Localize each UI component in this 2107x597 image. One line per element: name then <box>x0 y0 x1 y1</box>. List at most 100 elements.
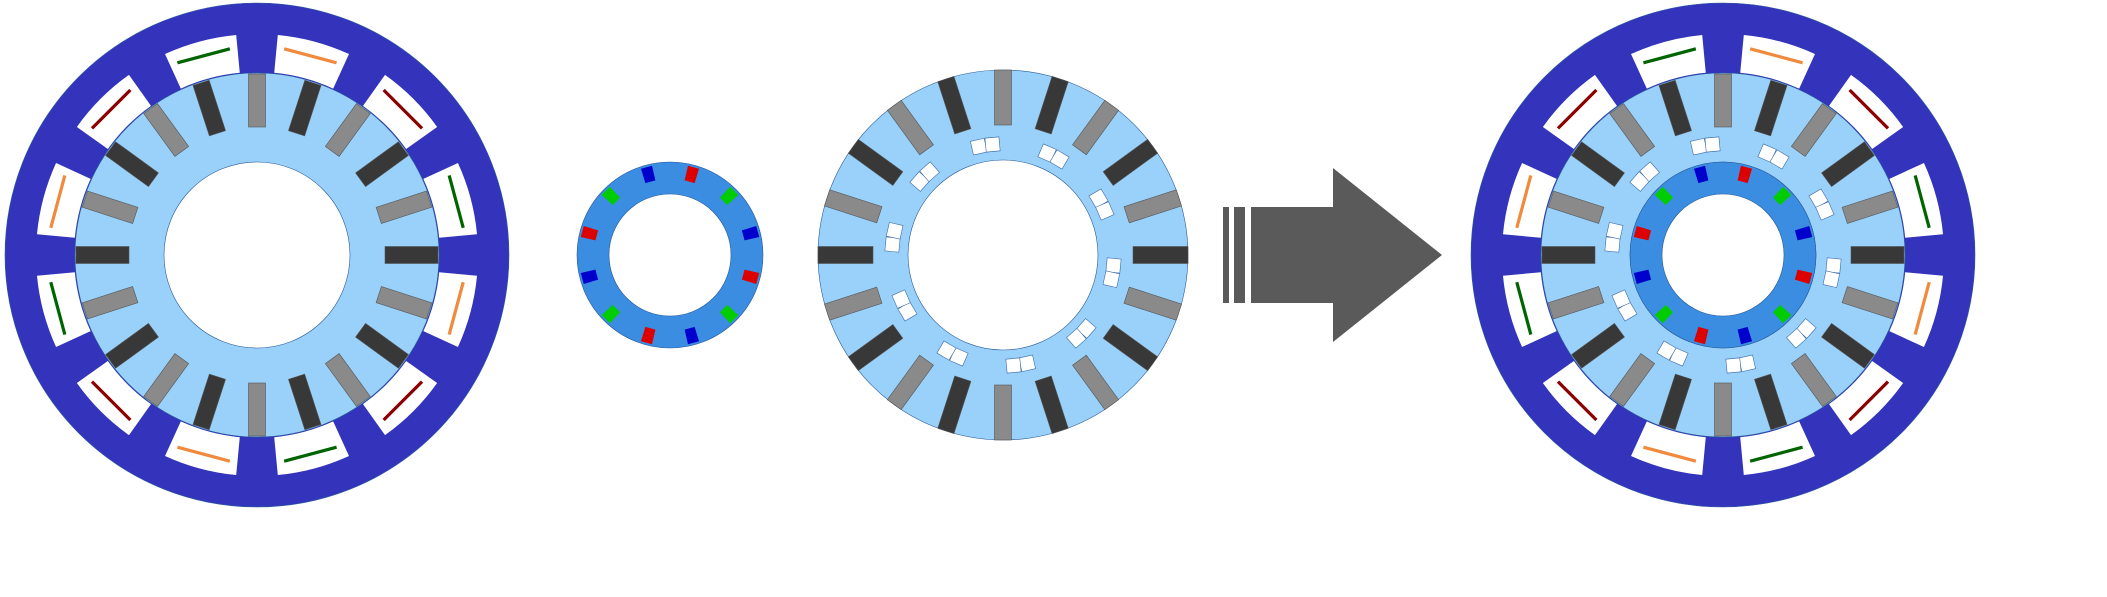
stator-slot <box>274 421 349 476</box>
stator-slot <box>165 34 240 89</box>
stator-slot <box>1889 163 1944 238</box>
stator-slot <box>76 74 151 149</box>
permanent-magnet <box>1841 286 1899 320</box>
permanent-magnet <box>1821 141 1875 188</box>
permanent-magnet <box>324 103 371 157</box>
inner-magnet <box>601 304 621 324</box>
permanent-magnet <box>248 382 266 437</box>
flux-barrier <box>884 236 901 253</box>
stator-slot <box>36 272 91 347</box>
coil-winding <box>283 47 338 65</box>
stator-slot <box>1740 421 1815 476</box>
inner-magnet <box>684 165 700 184</box>
permanent-magnet <box>847 324 904 372</box>
permanent-magnet <box>817 246 874 264</box>
inner-magnet <box>1772 186 1792 206</box>
inner-magnet <box>684 326 700 345</box>
flux-barrier <box>1105 257 1122 274</box>
permanent-magnet <box>1541 246 1596 264</box>
permanent-magnet <box>1102 324 1159 372</box>
stator-slot <box>274 34 349 89</box>
coil-winding <box>1556 380 1598 422</box>
permanent-magnet <box>324 353 371 407</box>
flux-barrier <box>1049 149 1070 170</box>
permanent-magnet <box>1850 246 1905 264</box>
stator-slot <box>1542 74 1617 149</box>
flux-barrier <box>1690 137 1708 156</box>
inner-magnet <box>741 225 760 241</box>
permanent-magnet <box>937 76 972 135</box>
permanent-magnet <box>1821 322 1875 369</box>
permanent-magnet <box>937 375 972 434</box>
stator-slot <box>1889 272 1944 347</box>
permanent-magnet <box>1547 286 1605 320</box>
coil-winding <box>1913 174 1931 229</box>
permanent-magnet <box>1754 373 1788 431</box>
inner-magnet <box>719 304 739 324</box>
flux-barrier <box>1611 289 1631 309</box>
coil-winding <box>1556 88 1598 130</box>
assembled-machine <box>1470 2 1976 508</box>
coil-winding <box>1642 47 1697 65</box>
stator-slot <box>1631 34 1706 89</box>
permanent-magnet <box>1609 103 1656 157</box>
permanent-magnet <box>886 354 934 411</box>
coil-winding <box>1848 380 1890 422</box>
arrow-stripe <box>1223 207 1229 303</box>
stator-slot <box>1631 421 1706 476</box>
flux-barrier <box>1825 257 1842 274</box>
flux-barrier <box>919 161 940 183</box>
flux-barrier <box>1005 357 1022 374</box>
permanent-magnet <box>1132 246 1189 264</box>
inner-magnet <box>1693 165 1709 184</box>
flux-barrier <box>1815 201 1835 221</box>
inner-magnet <box>1693 326 1709 345</box>
stator-slot <box>1502 163 1557 238</box>
coil-winding <box>283 445 338 463</box>
stator-slot <box>1740 34 1815 89</box>
flux-barrier <box>984 136 1001 153</box>
flux-barrier <box>1704 136 1721 153</box>
permanent-magnet <box>1123 189 1182 224</box>
permanent-magnet <box>1714 73 1732 128</box>
flux-barrier <box>1769 149 1790 170</box>
permanent-magnet <box>994 384 1012 441</box>
coil-winding <box>1642 445 1697 463</box>
coil-winding <box>1749 47 1804 65</box>
stator-slot <box>165 421 240 476</box>
stator-slot <box>1829 74 1904 149</box>
permanent-magnet <box>192 79 226 137</box>
permanent-magnet <box>143 353 190 407</box>
permanent-magnet <box>1658 79 1692 137</box>
inner-magnet <box>1654 304 1674 324</box>
coil-winding <box>176 445 231 463</box>
stator-slot <box>76 361 151 436</box>
permanent-magnet <box>81 190 139 224</box>
permanent-magnet <box>1034 76 1069 135</box>
coil-winding <box>1913 281 1931 336</box>
permanent-magnet <box>994 69 1012 126</box>
permanent-magnet <box>288 373 322 431</box>
permanent-magnet <box>1609 353 1656 407</box>
permanent-magnet <box>1102 138 1159 186</box>
permanent-magnet <box>1754 79 1788 137</box>
inner-magnet <box>601 186 621 206</box>
permanent-magnet <box>847 138 904 186</box>
inner-magnet <box>640 165 656 184</box>
permanent-magnet <box>355 141 409 188</box>
modulator-ring <box>74 72 440 438</box>
inner-magnet <box>1633 269 1652 285</box>
permanent-magnet <box>1790 103 1837 157</box>
inner-magnet <box>741 269 760 285</box>
permanent-magnet <box>824 189 883 224</box>
permanent-magnet <box>1841 190 1899 224</box>
flux-barrier <box>891 289 911 309</box>
coil-winding <box>382 380 424 422</box>
coil-winding <box>176 47 231 65</box>
permanent-magnet <box>1123 286 1182 321</box>
permanent-magnet <box>1790 353 1837 407</box>
coil-winding <box>1515 174 1533 229</box>
inner-magnet <box>640 326 656 345</box>
inner-magnet <box>1654 186 1674 206</box>
